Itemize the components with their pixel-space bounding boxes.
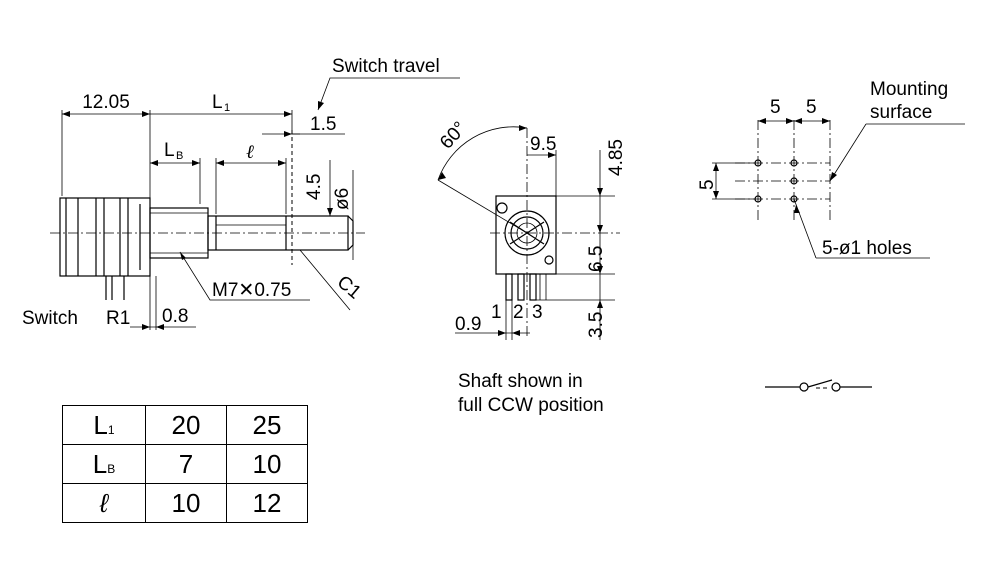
table-cell: 20 <box>145 405 227 445</box>
dim-ell-label: ℓ <box>246 142 254 163</box>
switch-travel-label: Switch travel <box>332 56 440 77</box>
chamfer-label: C1 <box>333 272 365 304</box>
table-row: ℓ 10 12 <box>62 483 308 523</box>
dim-pin-3-5: 3.5 <box>586 312 607 338</box>
dim-mid-6-5: 6.5 <box>586 246 607 272</box>
dim-x-spacing-2: 5 <box>806 97 817 118</box>
side-view: 12.05 L 1 1.5 Switch travel L B ℓ <box>22 56 460 330</box>
note-line-2: full CCW position <box>458 395 604 416</box>
pin-1-label: 1 <box>491 302 502 323</box>
pin-2-label: 2 <box>513 302 524 323</box>
table-cell: 7 <box>145 444 227 484</box>
dim-x-spacing-1: 5 <box>770 97 781 118</box>
dim-height-4-5: 4.5 <box>304 174 325 200</box>
dimension-table: L1 20 25 LB 7 10 ℓ 10 12 <box>62 405 308 523</box>
dim-LB-subscript: B <box>176 150 183 162</box>
holes-label: 5-ø1 holes <box>822 238 912 259</box>
front-body <box>495 195 557 275</box>
dim-body-length: 12.05 <box>82 92 130 113</box>
table-cell: 25 <box>226 405 308 445</box>
note-line-1: Shaft shown in <box>458 371 583 392</box>
table-cell: 10 <box>226 444 308 484</box>
dim-LB-label: L <box>164 140 175 161</box>
dim-switch-travel: 1.5 <box>310 114 336 135</box>
dim-y-spacing: 5 <box>697 179 718 190</box>
row-label-L1: L1 <box>62 405 146 445</box>
label-r1: R1 <box>106 308 130 329</box>
dim-shaft-diameter: ø6 <box>332 188 353 210</box>
dim-L1-subscript: 1 <box>224 102 230 114</box>
dim-width-9-5: 9.5 <box>530 134 556 155</box>
mounting-surface-line1: Mounting <box>870 79 948 100</box>
mounting-surface-line2: surface <box>870 102 932 123</box>
mount-hole <box>496 202 508 214</box>
table-row: L1 20 25 <box>62 405 308 445</box>
front-view: 60° 9.5 4.85 6.5 3.5 0.9 1 2 3 <box>436 118 627 340</box>
pin-3-label: 3 <box>532 302 543 323</box>
label-switch: Switch <box>22 308 78 329</box>
table-cell: 10 <box>145 483 227 523</box>
thread-spec: M7✕0.75 <box>212 280 291 301</box>
switch-body-outline <box>59 197 151 277</box>
dim-offset-0-9: 0.9 <box>455 314 481 335</box>
row-label-ell: ℓ <box>62 483 146 523</box>
row-label-LB: LB <box>62 444 146 484</box>
table-cell: 12 <box>226 483 308 523</box>
dim-tab-width: 0.8 <box>162 306 188 327</box>
shaft-position-note: Shaft shown in full CCW position <box>458 370 604 418</box>
dim-angle: 60° <box>436 118 471 153</box>
hole-pattern-view: 5 5 5 Mounting surface 5-ø1 holes <box>697 79 965 392</box>
dim-L1-label: L <box>212 92 223 113</box>
dim-top-4-85: 4.85 <box>606 139 627 176</box>
table-row: LB 7 10 <box>62 444 308 484</box>
